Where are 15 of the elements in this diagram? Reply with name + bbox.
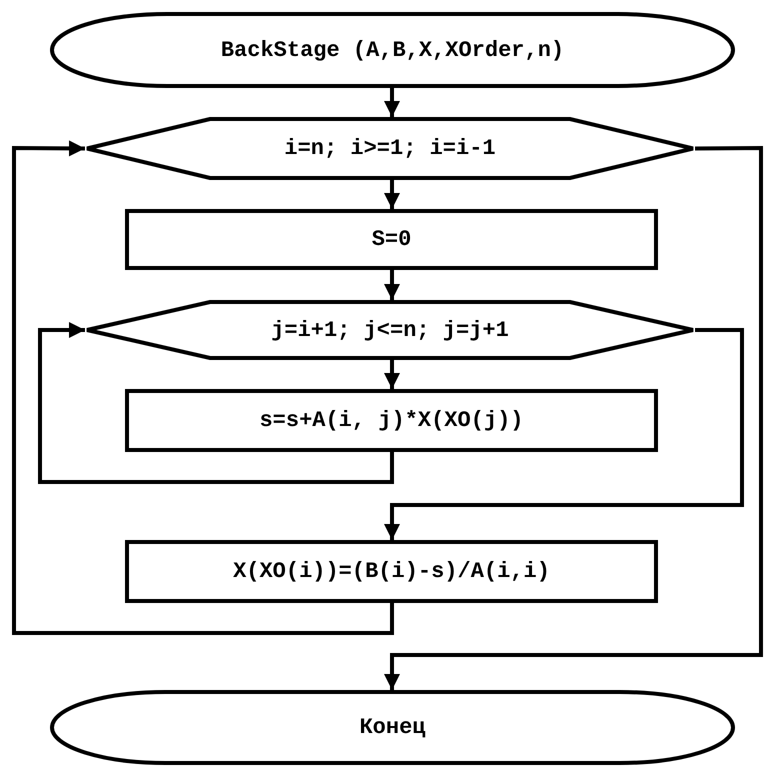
arrow: [384, 328, 744, 540]
process-label: X(XO(i))=(B(i)-s)/A(i,i): [233, 559, 550, 584]
terminator-label: Конец: [359, 715, 426, 740]
loop-condition: j=i+1; j<=n; j=j+1: [271, 318, 509, 342]
arrow: [384, 180, 400, 209]
terminator-label: BackStage (A,B,X,XOrder,n): [220, 38, 564, 62]
arrow: [12, 140, 394, 635]
arrow: [384, 88, 400, 117]
arrow: [384, 270, 400, 300]
arrow: [384, 360, 400, 389]
process-label: S=0: [372, 227, 412, 252]
arrow: [384, 146, 763, 690]
process-label: s=s+A(i, j)*X(XO(j)): [259, 408, 524, 433]
arrow: [38, 322, 394, 484]
loop-condition: i=n; i>=1; i=i-1: [284, 136, 496, 161]
